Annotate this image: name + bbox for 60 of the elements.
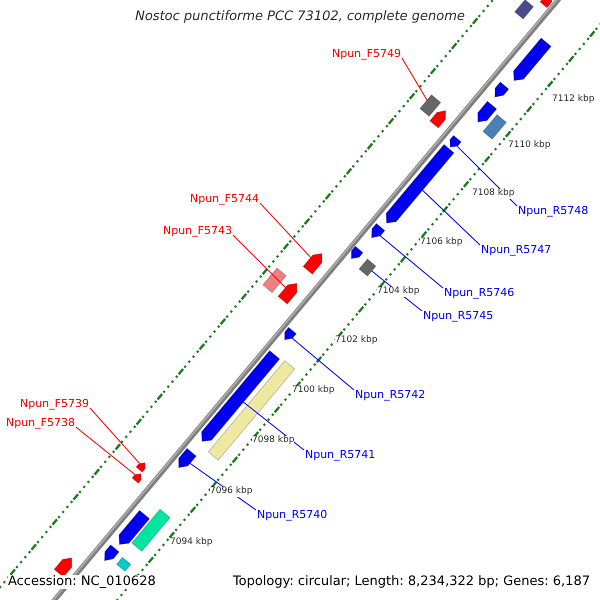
scale-label: 7094 kbp <box>170 538 212 548</box>
gene-block <box>262 267 287 294</box>
gene-block <box>358 258 376 277</box>
gene-block <box>514 0 534 20</box>
scale-label: 7108 kbp <box>472 189 514 199</box>
gene-block <box>278 282 298 305</box>
gene-block <box>482 114 507 140</box>
gene-label: Npun_R5745 <box>423 310 494 322</box>
gene-block <box>351 246 364 260</box>
scale-label: 7102 kbp <box>335 336 378 346</box>
genome-info-text: Topology: circular; Length: 8,234,322 bp; Genes: 6,187 <box>232 575 590 590</box>
gene-block <box>450 134 462 148</box>
scale-label: 7112 kbp <box>552 95 594 105</box>
leader-line <box>89 408 140 464</box>
leader-line <box>456 146 518 206</box>
gene-label: Npun_F5743 <box>163 225 232 238</box>
gene-label: Npun_R5747 <box>481 244 552 256</box>
gene-block <box>201 350 280 442</box>
leader-line <box>75 426 136 476</box>
gene-block <box>132 473 142 484</box>
scale-label: 7096 kbp <box>210 487 252 497</box>
leader-line <box>242 402 304 450</box>
gene-block <box>302 252 322 275</box>
gene-block <box>540 0 554 8</box>
gene-block <box>429 110 446 128</box>
gene-block <box>477 100 498 122</box>
gene-block <box>494 81 510 98</box>
leader-line <box>232 234 286 288</box>
leader-line <box>259 202 312 258</box>
scale-label: 7104 kbp <box>377 287 420 297</box>
leader-line <box>380 235 444 288</box>
leader-line <box>292 338 354 390</box>
gene-block <box>178 448 197 468</box>
gene-label: Npun_F5739 <box>20 398 89 410</box>
gene-block <box>284 326 297 340</box>
gene-block <box>131 508 171 552</box>
gene-block <box>118 510 150 545</box>
gene-block <box>513 37 552 81</box>
gene-block <box>104 544 120 562</box>
scale-label: 7098 kbp <box>252 436 294 446</box>
gene-label: Npun_F5749 <box>332 48 401 60</box>
gene-label: Npun_R5742 <box>355 389 426 402</box>
gene-label: Npun_R5746 <box>444 287 514 300</box>
leader-line <box>401 58 428 101</box>
leader-line <box>422 190 480 246</box>
gene-block <box>371 222 386 238</box>
scale-label: 7100 kbp <box>292 386 334 396</box>
gene-block <box>419 94 442 117</box>
scale-label: 7110 kbp <box>508 141 550 151</box>
scale-label: 7106 kbp <box>420 238 462 248</box>
title: Nostoc punctiforme PCC 73102, complete genome <box>134 10 466 24</box>
gene-label: Npun_F5744 <box>190 193 259 206</box>
accession-text: Accession: NC_010628 <box>8 575 156 590</box>
gene-label: Npun_F5738 <box>6 417 75 430</box>
gene-block <box>116 556 132 572</box>
gene-label: Npun_R5741 <box>305 449 376 462</box>
gene-block <box>136 462 146 473</box>
gene-block <box>386 144 455 224</box>
gene-label: Npun_R5740 <box>257 509 328 522</box>
gene-label: Npun_R5748 <box>518 205 588 218</box>
